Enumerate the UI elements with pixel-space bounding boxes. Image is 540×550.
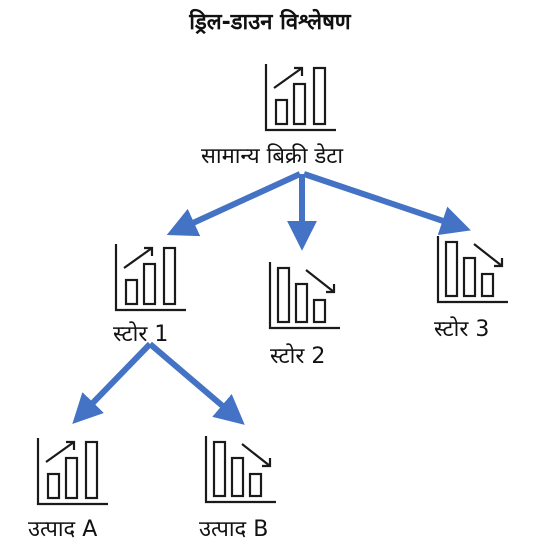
- arrow-store1-productA: [72, 341, 153, 425]
- store2-label: स्टोर 2: [270, 344, 326, 369]
- productA-label: उत्पाद A: [28, 517, 98, 542]
- bar-chart-down-icon: [268, 262, 340, 330]
- arrow-store1-productB: [148, 341, 245, 425]
- bar-chart-up-icon: [36, 438, 108, 506]
- root-node-label: सामान्य बिक्री डेटा: [201, 144, 344, 169]
- bar-chart-down-icon: [204, 436, 276, 504]
- diagram-title: ड्रिल-डाउन विश्लेषण: [189, 10, 351, 35]
- store1-label: स्टोर 1: [113, 322, 169, 347]
- store3-label: स्टोर 3: [434, 317, 490, 342]
- arrow-root-store1: [166, 171, 302, 237]
- bar-chart-up-icon: [114, 244, 186, 312]
- bar-chart-down-icon: [436, 236, 508, 304]
- productB-label: उत्पाद B: [199, 517, 269, 542]
- bar-chart-up-icon: [264, 64, 336, 132]
- arrow-root-store3: [303, 171, 471, 235]
